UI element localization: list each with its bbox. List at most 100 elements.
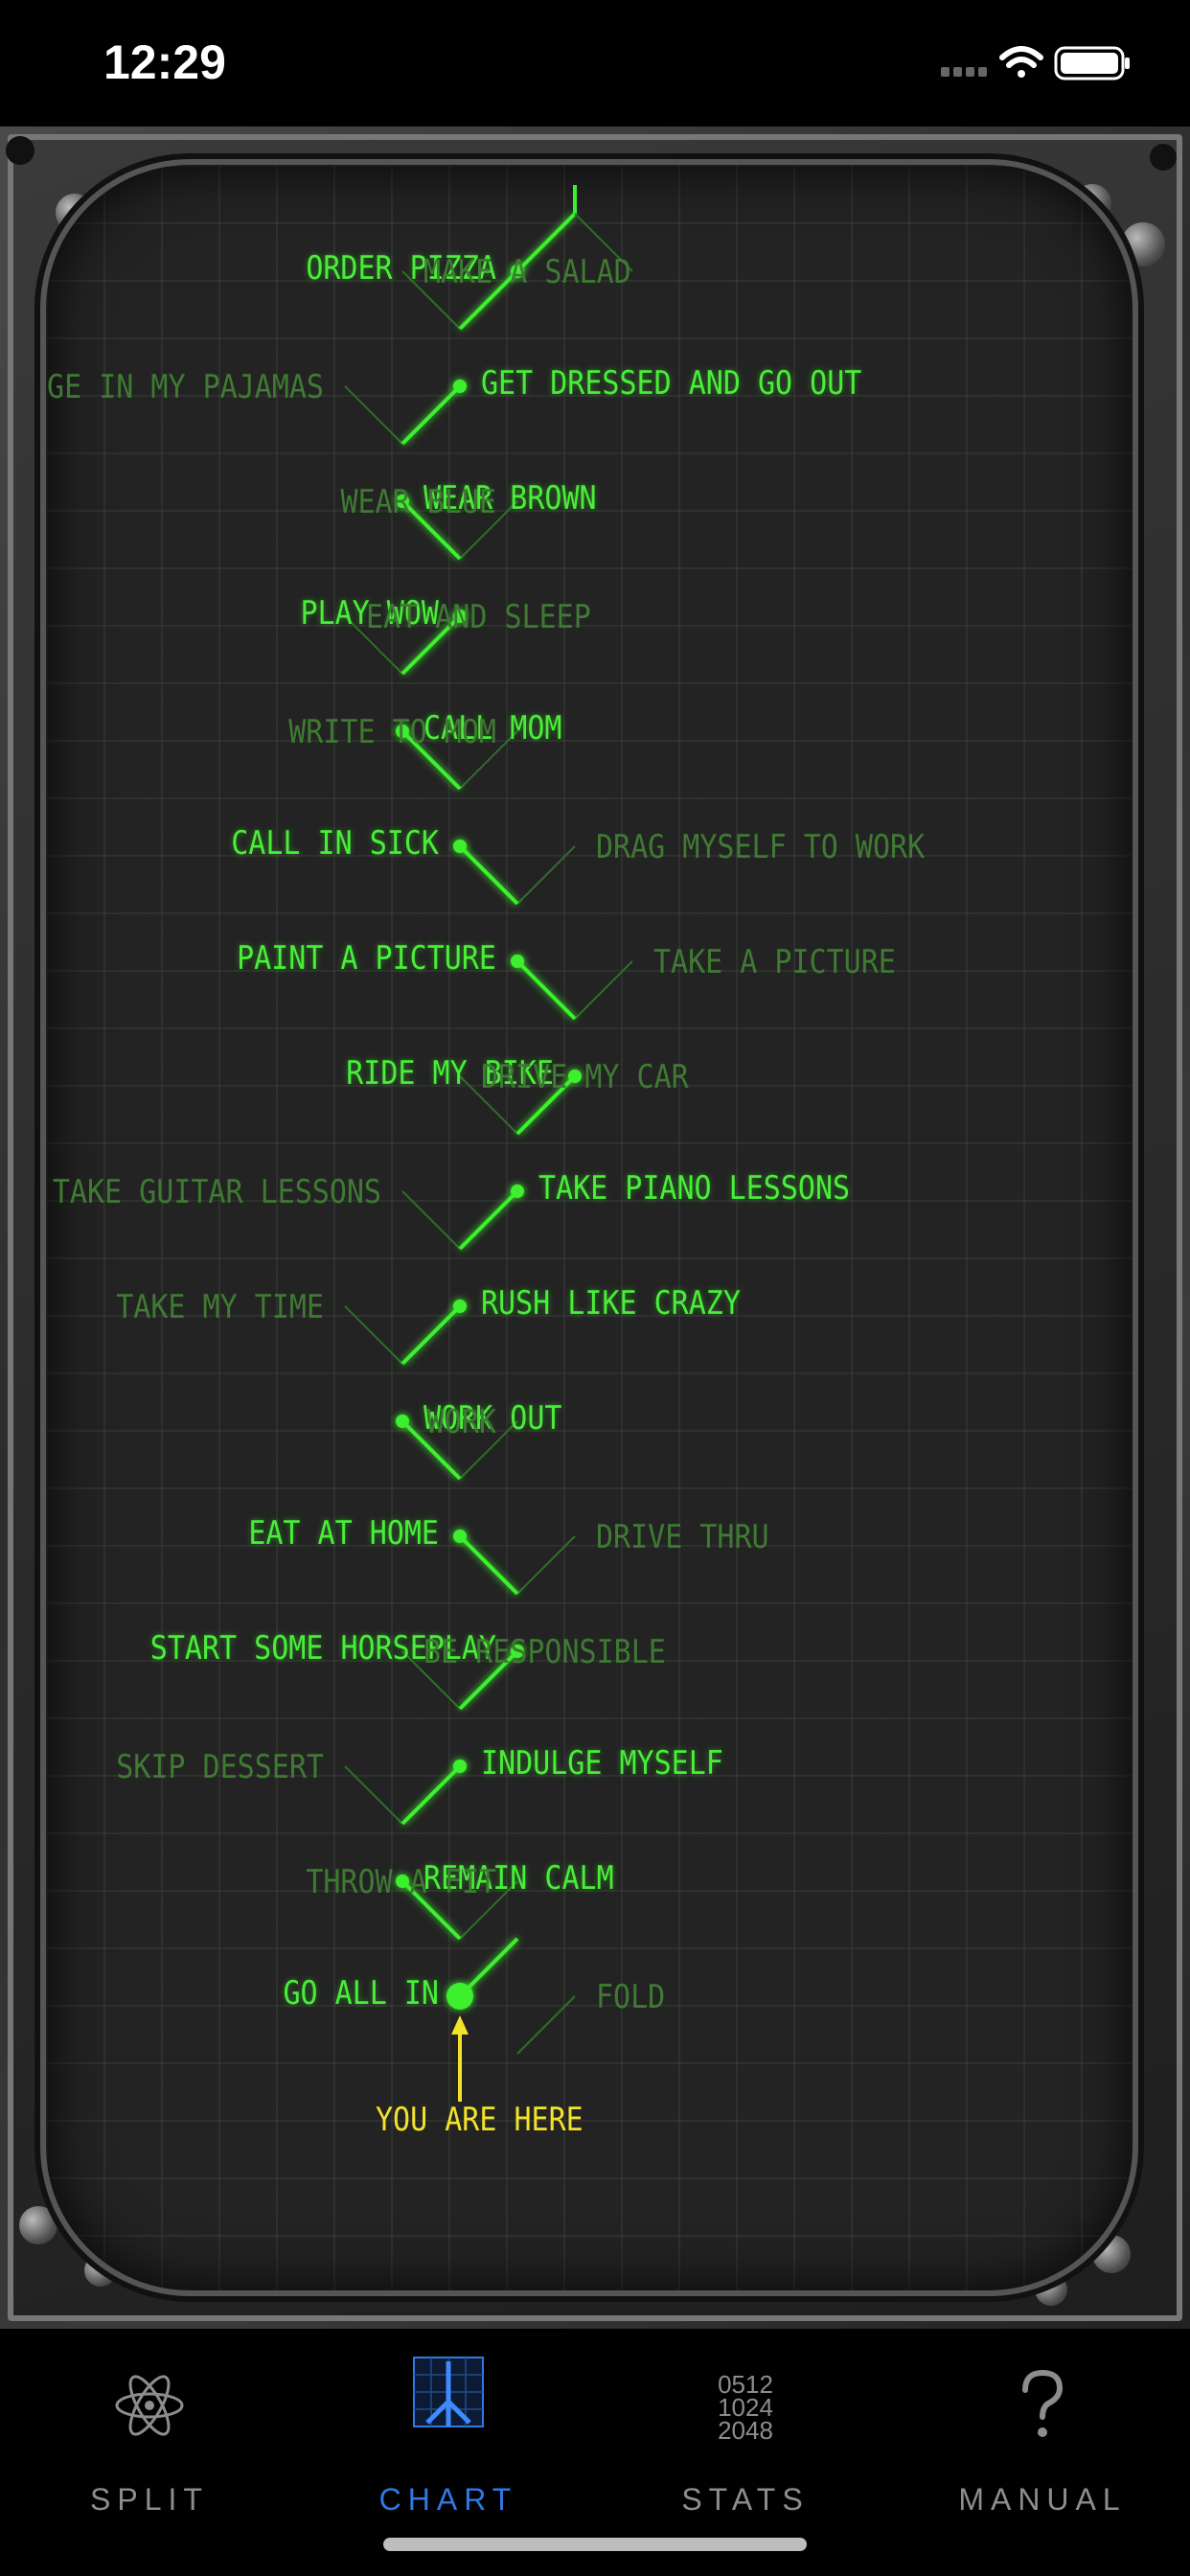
choice-node bbox=[453, 1760, 467, 1773]
alternate-option-label: BE RESPONSIBLE bbox=[423, 1633, 666, 1672]
path-segment bbox=[400, 1304, 462, 1366]
choice-node bbox=[511, 954, 524, 968]
tab-manual[interactable]: MANUAL bbox=[899, 2348, 1186, 2520]
branch-line bbox=[459, 730, 518, 790]
status-icons bbox=[941, 42, 1133, 90]
path-segment bbox=[400, 384, 462, 446]
atom-icon bbox=[115, 2375, 184, 2436]
chosen-option-label: TAKE PIANO LESSONS bbox=[538, 1169, 851, 1208]
path-segment bbox=[458, 844, 519, 906]
branch-line bbox=[401, 1650, 461, 1710]
alternate-option-label: TAKE GUITAR LESSONS bbox=[52, 1173, 381, 1212]
stats-icon-line: 1024 bbox=[718, 2393, 773, 2422]
status-time: 12:29 bbox=[103, 35, 226, 89]
branch-line bbox=[401, 270, 461, 330]
chosen-option-label: WEAR BROWN bbox=[423, 479, 597, 518]
alternate-option-label: THROW A FIT bbox=[306, 1863, 496, 1902]
branch-line bbox=[459, 1880, 518, 1940]
binary-numbers-icon: 0512 1024 2048 bbox=[602, 2370, 889, 2445]
wifi-icon bbox=[999, 46, 1043, 78]
chosen-option-label: WORK OUT bbox=[423, 1399, 562, 1438]
screw-icon bbox=[1121, 222, 1165, 266]
status-bar: 12:29 bbox=[0, 0, 1190, 126]
chosen-option-label: CALL IN SICK bbox=[231, 824, 439, 863]
choice-node bbox=[511, 1644, 524, 1658]
chosen-option-label: PLAY WOW bbox=[300, 594, 440, 633]
tab-manual-label: MANUAL bbox=[958, 2482, 1127, 2517]
alternate-option-label: FOLD bbox=[596, 1978, 666, 2017]
chosen-option-label: RIDE MY BIKE bbox=[346, 1054, 554, 1093]
chart-branch-icon bbox=[413, 2357, 484, 2427]
choice-node bbox=[396, 1414, 409, 1428]
chosen-option-label: ORDER PIZZA bbox=[306, 249, 496, 288]
branch-line bbox=[344, 1765, 403, 1825]
chosen-option-label: GO ALL IN bbox=[283, 1974, 439, 2013]
path-segment bbox=[400, 729, 462, 791]
alternate-option-label: DRAG MYSELF TO WORK bbox=[596, 828, 926, 867]
chosen-option-label: CALL MOM bbox=[423, 709, 562, 748]
path-segment bbox=[515, 212, 577, 273]
screw-icon bbox=[6, 136, 34, 165]
alternate-option-label: MAKE A SALAD bbox=[423, 253, 631, 292]
you-are-here-arrowhead bbox=[451, 2015, 469, 2035]
tab-stats[interactable]: 0512 1024 2048 STATS bbox=[602, 2348, 889, 2520]
stats-icon-line: 0512 bbox=[718, 2370, 773, 2399]
path-segment bbox=[400, 1879, 462, 1941]
choice-node bbox=[453, 1300, 467, 1313]
path-segment bbox=[400, 499, 462, 561]
alternate-option-label: EAT AND SLEEP bbox=[366, 598, 591, 637]
choice-node bbox=[446, 1983, 473, 2010]
tab-chart[interactable]: CHART bbox=[305, 2348, 592, 2520]
alternate-option-label: WORK bbox=[426, 1403, 496, 1442]
tab-split[interactable]: SPLIT bbox=[6, 2348, 293, 2520]
alternate-option-label: WRITE TO MOM bbox=[288, 713, 496, 752]
battery-icon bbox=[1054, 46, 1130, 80]
choice-node bbox=[453, 610, 467, 623]
alternate-option-label: TAKE A PICTURE bbox=[653, 943, 896, 982]
path-segment bbox=[458, 269, 519, 331]
choice-node bbox=[396, 1874, 409, 1888]
branch-line bbox=[574, 960, 633, 1020]
chosen-option-label: GET DRESSED AND GO OUT bbox=[481, 364, 862, 403]
path-segment bbox=[458, 1189, 519, 1251]
alternate-option-label: DRIVE THRU bbox=[596, 1518, 769, 1557]
choice-node bbox=[396, 494, 409, 508]
branch-line bbox=[344, 1305, 403, 1365]
branch-line bbox=[459, 500, 518, 560]
alternate-option-label: SKIP DESSERT bbox=[116, 1748, 324, 1787]
chosen-option-label: PAINT A PICTURE bbox=[237, 939, 496, 978]
choice-node bbox=[396, 724, 409, 738]
path-segment bbox=[458, 1534, 519, 1596]
choice-node bbox=[453, 1530, 467, 1543]
cellular-signal-icon bbox=[941, 67, 987, 77]
alternate-option-label: TAKE MY TIME bbox=[116, 1288, 324, 1327]
path-segment bbox=[458, 1937, 519, 1998]
decision-tree-chart bbox=[344, 185, 633, 2102]
choice-node bbox=[453, 840, 467, 853]
path-segment bbox=[400, 1764, 462, 1826]
choice-node bbox=[453, 380, 467, 393]
branch-line bbox=[344, 385, 403, 445]
path-segment bbox=[400, 1419, 462, 1481]
path-segment bbox=[515, 959, 577, 1021]
chosen-option-label: START SOME HORSEPLAY bbox=[149, 1629, 496, 1668]
path-segment bbox=[515, 1074, 577, 1136]
stats-icon-line: 2048 bbox=[718, 2416, 773, 2445]
tab-stats-label: STATS bbox=[681, 2482, 810, 2517]
question-mark-icon bbox=[1022, 2369, 1064, 2437]
you-are-here-label: YOU ARE HERE bbox=[376, 2101, 584, 2140]
chosen-option-label: RUSH LIKE CRAZY bbox=[481, 1284, 741, 1323]
branch-line bbox=[459, 1420, 518, 1480]
alternate-option-label: DRIVE MY CAR bbox=[481, 1058, 689, 1097]
screw-icon bbox=[19, 2206, 57, 2244]
path-segment bbox=[458, 1649, 519, 1711]
screw-icon bbox=[1150, 144, 1177, 171]
tab-chart-label: CHART bbox=[378, 2482, 518, 2517]
chosen-option-label: REMAIN CALM bbox=[423, 1859, 614, 1898]
screw-icon bbox=[1092, 2235, 1131, 2273]
branch-line bbox=[516, 1535, 576, 1595]
choice-node bbox=[568, 1070, 582, 1083]
home-indicator bbox=[383, 2538, 807, 2551]
